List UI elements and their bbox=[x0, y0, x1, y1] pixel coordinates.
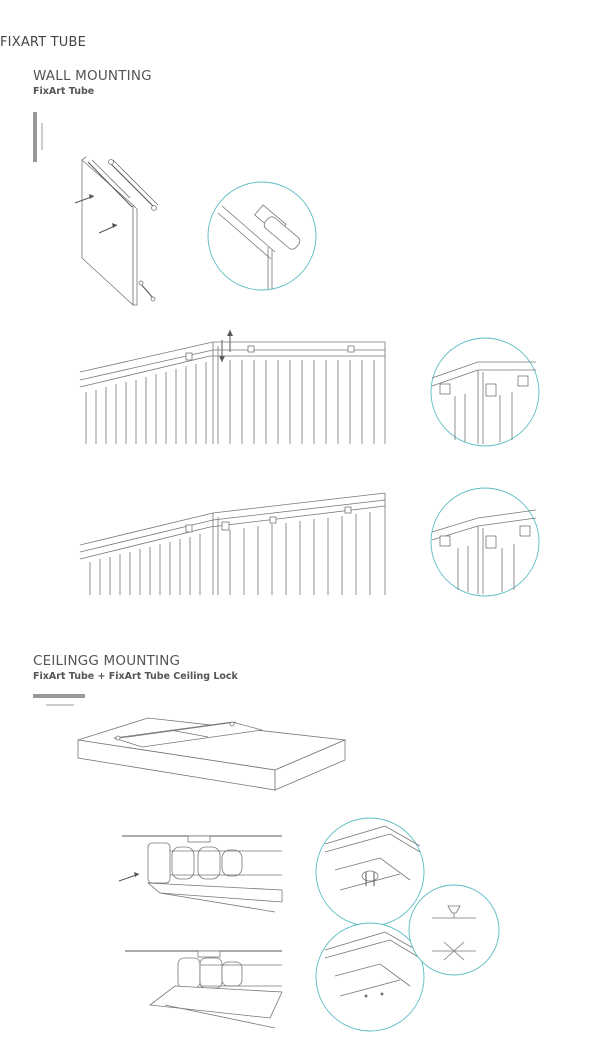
panels-rail-illustration-1 bbox=[79, 341, 386, 444]
up-down-arrows bbox=[219, 330, 233, 362]
screw-detail-circle bbox=[408, 884, 500, 976]
ceiling-slab-illustration bbox=[77, 717, 347, 791]
panels-detail-circle-2 bbox=[430, 487, 540, 597]
rail-detail-circle bbox=[207, 181, 317, 291]
ceiling-detail-circle-2 bbox=[315, 922, 425, 1032]
document-title: FIXART TUBE bbox=[0, 35, 87, 50]
wall-orientation-icon bbox=[33, 112, 43, 162]
wall-mounting-title: WALL MOUNTING bbox=[33, 68, 152, 84]
ceiling-mounting-title: CEILINGG MOUNTING bbox=[33, 653, 181, 669]
ceiling-orientation-icon bbox=[33, 694, 85, 706]
wall-mounting-subtitle: FixArt Tube bbox=[33, 86, 95, 97]
panels-detail-circle-1 bbox=[430, 337, 540, 447]
ceiling-detail-circle-1 bbox=[315, 817, 425, 927]
ceiling-lock-illustration-2 bbox=[125, 950, 283, 1029]
panel-rail-illustration bbox=[74, 156, 159, 306]
ceiling-mounting-subtitle: FixArt Tube + FixArt Tube Ceiling Lock bbox=[33, 671, 238, 682]
ceiling-lock-illustration-1 bbox=[118, 835, 283, 913]
panels-rail-illustration-2 bbox=[79, 492, 386, 595]
